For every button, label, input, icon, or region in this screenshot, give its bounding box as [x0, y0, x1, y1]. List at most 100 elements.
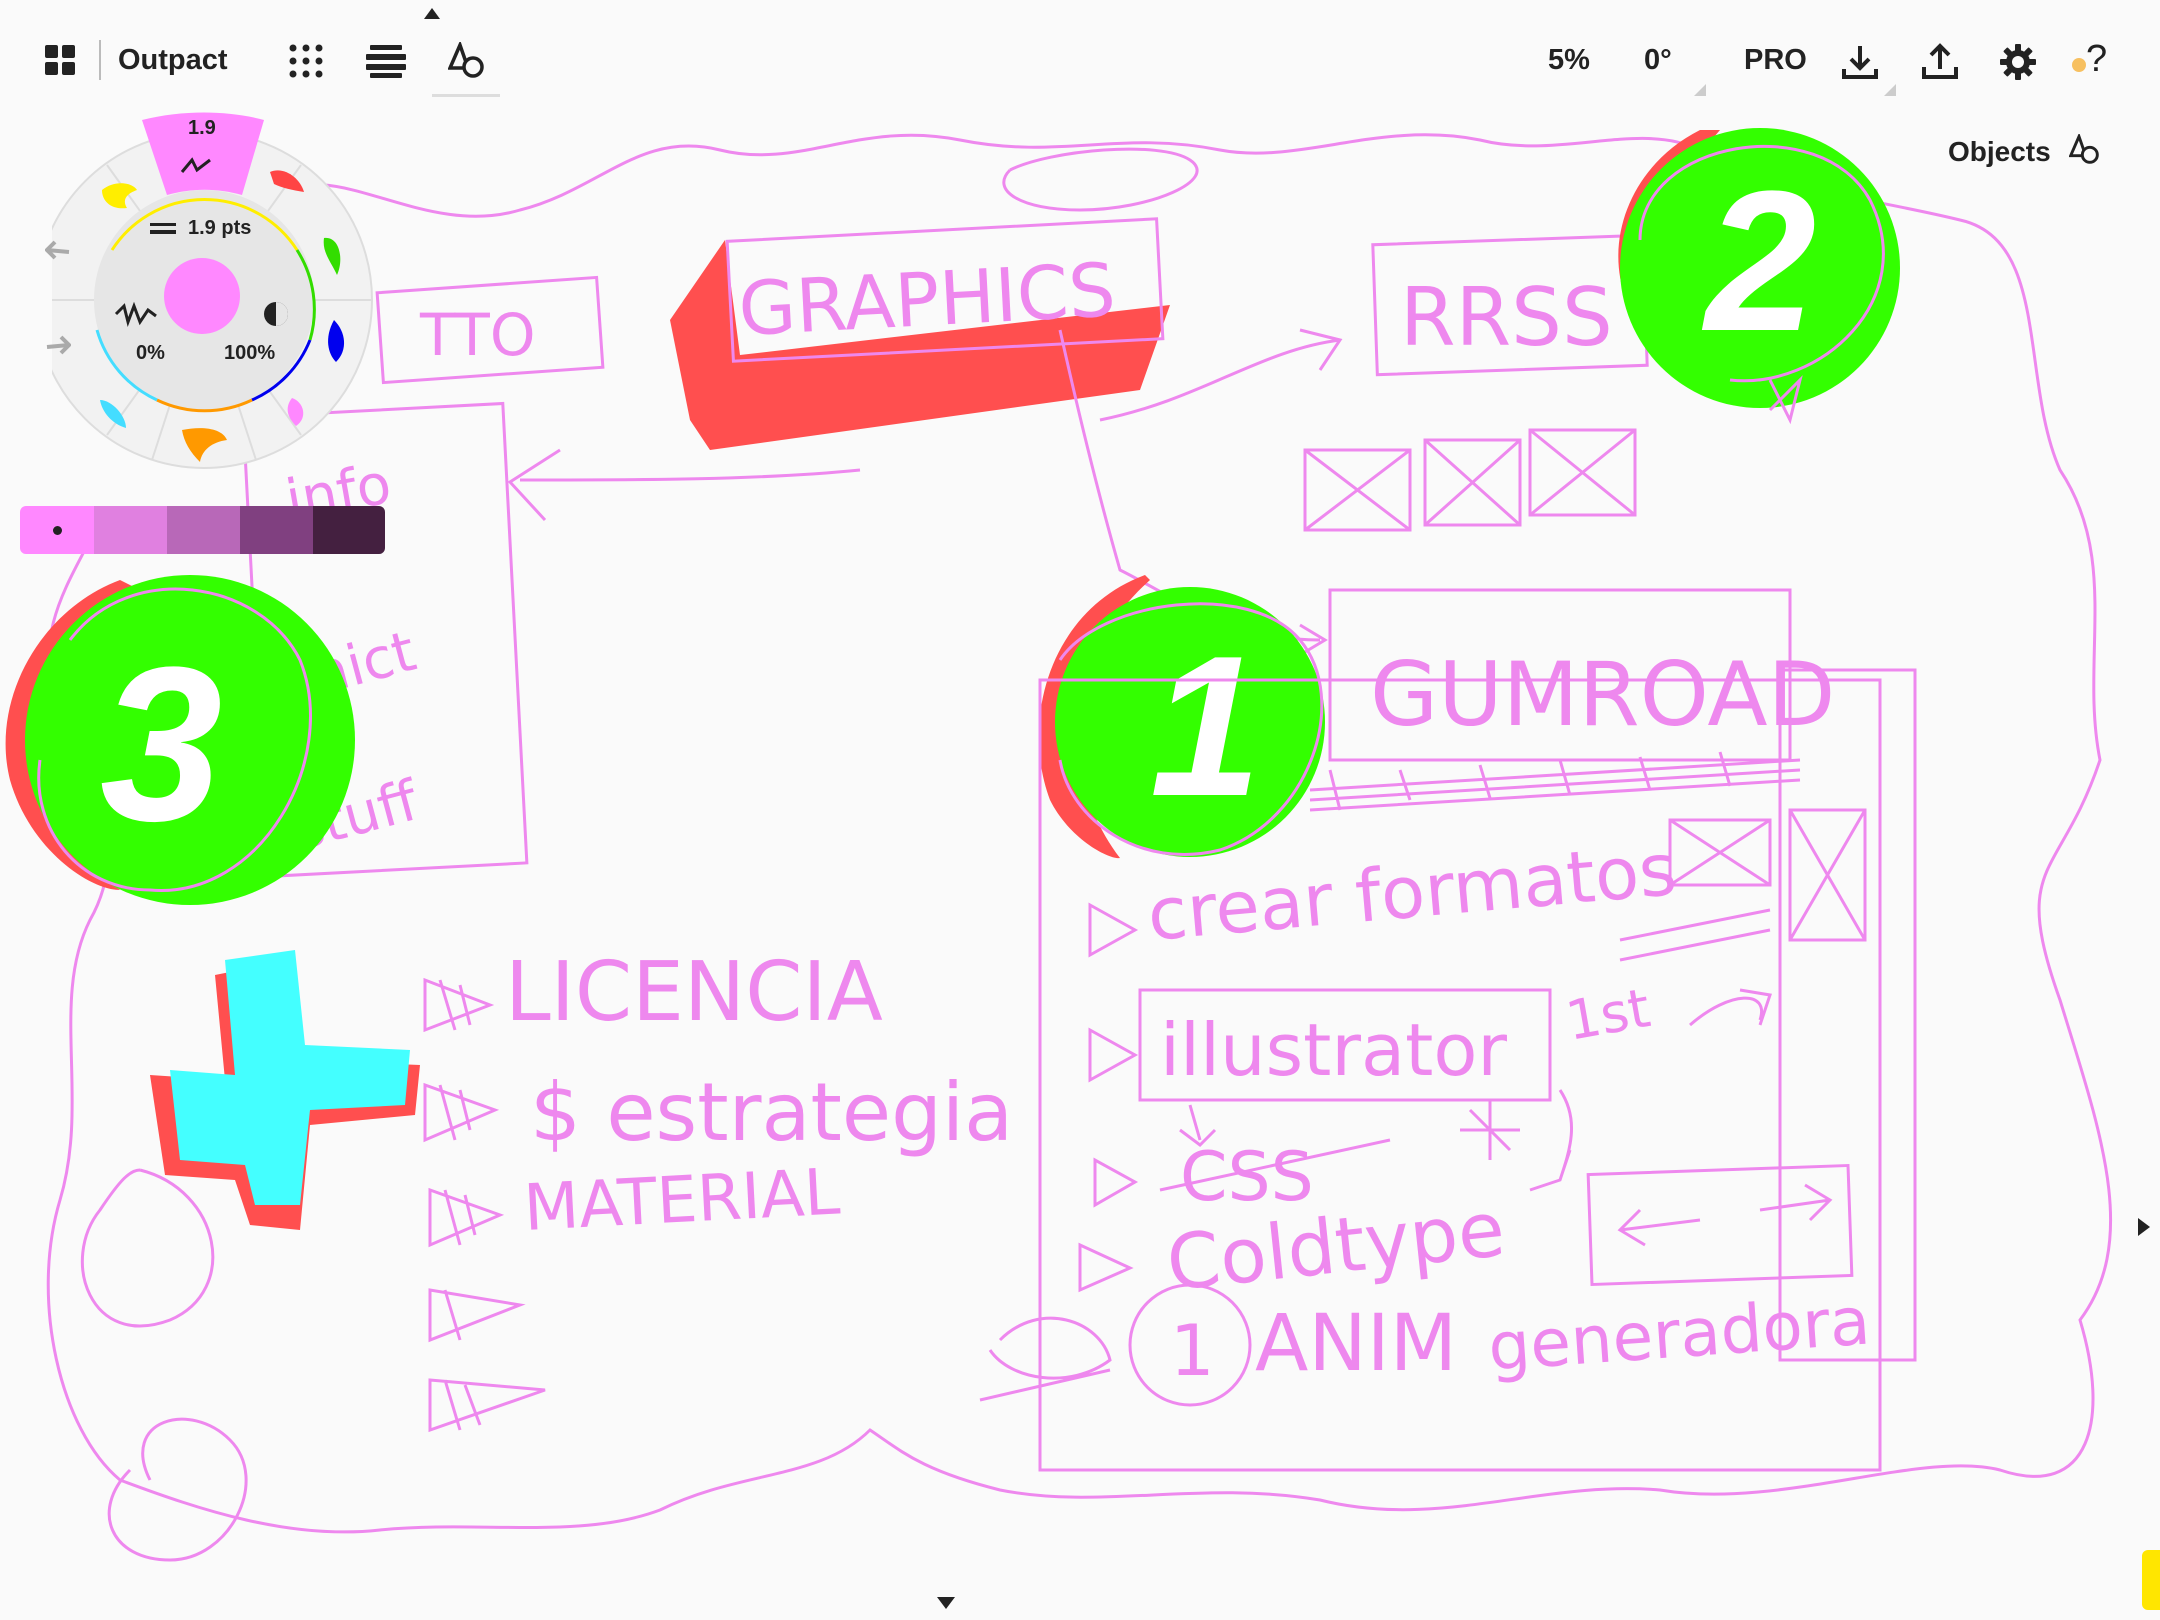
circle-2-pink-arc	[1638, 144, 1885, 425]
illustrator-label: illustrator	[1160, 1008, 1507, 1092]
circle-1-green	[1055, 587, 1325, 857]
settings-icon[interactable]	[1996, 40, 2040, 84]
zoom-level[interactable]: 5%	[1548, 44, 1590, 76]
circle-2-green	[1620, 128, 1900, 408]
bullet-triangle-4	[1078, 1242, 1134, 1293]
inner-loop-left	[80, 1168, 215, 1328]
color-green	[323, 237, 341, 275]
color-yellow	[102, 183, 137, 209]
arrows-box	[1586, 1163, 1854, 1287]
circle-3-red-shadow	[5, 580, 141, 890]
graphics-red-banner	[670, 240, 1170, 450]
cross-cyan	[170, 950, 410, 1205]
bullet-triangle-2	[1088, 1027, 1139, 1083]
illustrator-box	[1138, 988, 1552, 1102]
undo-icon[interactable]	[42, 235, 74, 267]
layers-icon[interactable]	[364, 40, 408, 82]
shade-swatch-2[interactable]	[94, 506, 167, 554]
circle-3-number: 3	[100, 621, 222, 867]
brush-size-tab	[142, 112, 264, 195]
curl-arrow	[1689, 988, 1772, 1027]
arrow-down-illustrator	[1179, 1104, 1217, 1147]
objects-shapes-icon[interactable]	[444, 38, 488, 82]
shade-swatch-5[interactable]	[313, 506, 385, 554]
color-cyan	[100, 400, 126, 428]
help-icon[interactable]: ?	[2086, 38, 2108, 80]
top-toolbar: Outpact 5% 0° PRO ?	[0, 0, 2160, 110]
smoothing-value[interactable]: 0%	[136, 342, 165, 364]
color-shades-strip[interactable]	[20, 506, 385, 554]
rotation-corner-mark	[1694, 84, 1706, 96]
color-orange	[182, 428, 227, 462]
material-label: MATERIAL	[522, 1156, 842, 1246]
circle-1-pink-arc	[1058, 602, 1324, 856]
redo-icon[interactable]	[42, 330, 74, 362]
asterisk-mark	[1460, 1100, 1520, 1160]
color-red	[270, 170, 304, 192]
rrss-crossed-boxes	[1303, 428, 1637, 532]
gumroad-tasks-outer-box	[1778, 668, 1917, 1362]
tto-box	[375, 275, 605, 385]
brush-size-value: 1.9	[188, 117, 216, 139]
download-icon[interactable]	[1838, 40, 1882, 84]
arrow-to-info	[507, 448, 861, 522]
brush-size-pts: 1.9 pts	[188, 217, 252, 239]
circle-1-number: 1	[1150, 615, 1261, 838]
notification-dot	[2072, 58, 2086, 72]
bullet-triangle-1	[1088, 902, 1139, 958]
shade-swatch-3[interactable]	[167, 506, 240, 554]
shade-swatch-1[interactable]	[20, 506, 94, 554]
estrategia-label: $ estrategia	[530, 1066, 1013, 1159]
rrss-label: RRSS	[1400, 271, 1613, 364]
css-label: CSS	[1180, 1138, 1314, 1217]
offscreen-object-peek	[2142, 1550, 2160, 1610]
circle-3-pink-arc	[37, 587, 312, 892]
top-curl	[1002, 147, 1199, 212]
css-strike	[1159, 1138, 1391, 1192]
right-pull-arrow[interactable]	[2138, 1218, 2150, 1236]
grid-icon[interactable]	[285, 40, 327, 82]
shade-swatch-4[interactable]	[240, 506, 313, 554]
brush-wheel[interactable]: 1.9 1.9 pts 0% 100%	[35, 110, 387, 480]
gumroad-scribble	[1309, 751, 1801, 812]
color-pink	[287, 398, 304, 426]
anim-label: ANIM	[1255, 1299, 1457, 1389]
anim-number: 1	[1170, 1310, 1215, 1392]
tto-label: TTO	[419, 301, 536, 369]
share-icon[interactable]	[1918, 40, 1962, 84]
bullet-triangle-3	[1093, 1157, 1139, 1208]
circle-1-red-shadow	[1038, 575, 1150, 859]
opacity-value[interactable]: 100%	[224, 342, 276, 364]
toolbar-divider	[99, 40, 101, 80]
document-title[interactable]: Outpact	[118, 44, 228, 76]
gallery-icon[interactable]	[40, 40, 80, 80]
crear-formatos-crossed-boxes	[1619, 808, 1867, 962]
bottom-curl	[107, 1417, 248, 1562]
anim-bullet-scribble	[979, 1316, 1112, 1402]
active-tool-underline	[432, 94, 500, 97]
rotation-level[interactable]: 0°	[1644, 44, 1672, 76]
graphics-box	[725, 217, 1165, 363]
color-blue	[328, 320, 345, 362]
arrow-to-rrss	[1099, 328, 1343, 422]
objects-label: Objects	[1948, 135, 2051, 167]
first-label: 1st	[1561, 976, 1654, 1053]
pro-label[interactable]: PRO	[1744, 44, 1807, 76]
anim-circle	[1128, 1283, 1252, 1407]
gumroad-tasks-box	[1038, 678, 1882, 1472]
download-corner-mark	[1884, 84, 1896, 96]
top-pull-arrow[interactable]	[424, 8, 440, 19]
active-color-dot	[164, 258, 240, 334]
objects-panel-header[interactable]: Objects	[1948, 132, 2099, 169]
arrow-to-illustrator	[1529, 1089, 1574, 1192]
objects-shapes-icon-small	[2068, 132, 2099, 169]
gumroad-label: GUMROAD	[1370, 643, 1835, 746]
graphics-label: GRAPHICS	[736, 247, 1117, 353]
circle-2-number: 2	[1701, 150, 1816, 373]
circle-3-green	[25, 575, 355, 905]
licencia-label: LICENCIA	[505, 945, 883, 1040]
bottom-pull-arrow[interactable]	[937, 1597, 955, 1609]
double-arrow	[1617, 1183, 1833, 1247]
generadora-label: generadora	[1486, 1282, 1873, 1385]
licencia-bullets	[423, 977, 546, 1433]
